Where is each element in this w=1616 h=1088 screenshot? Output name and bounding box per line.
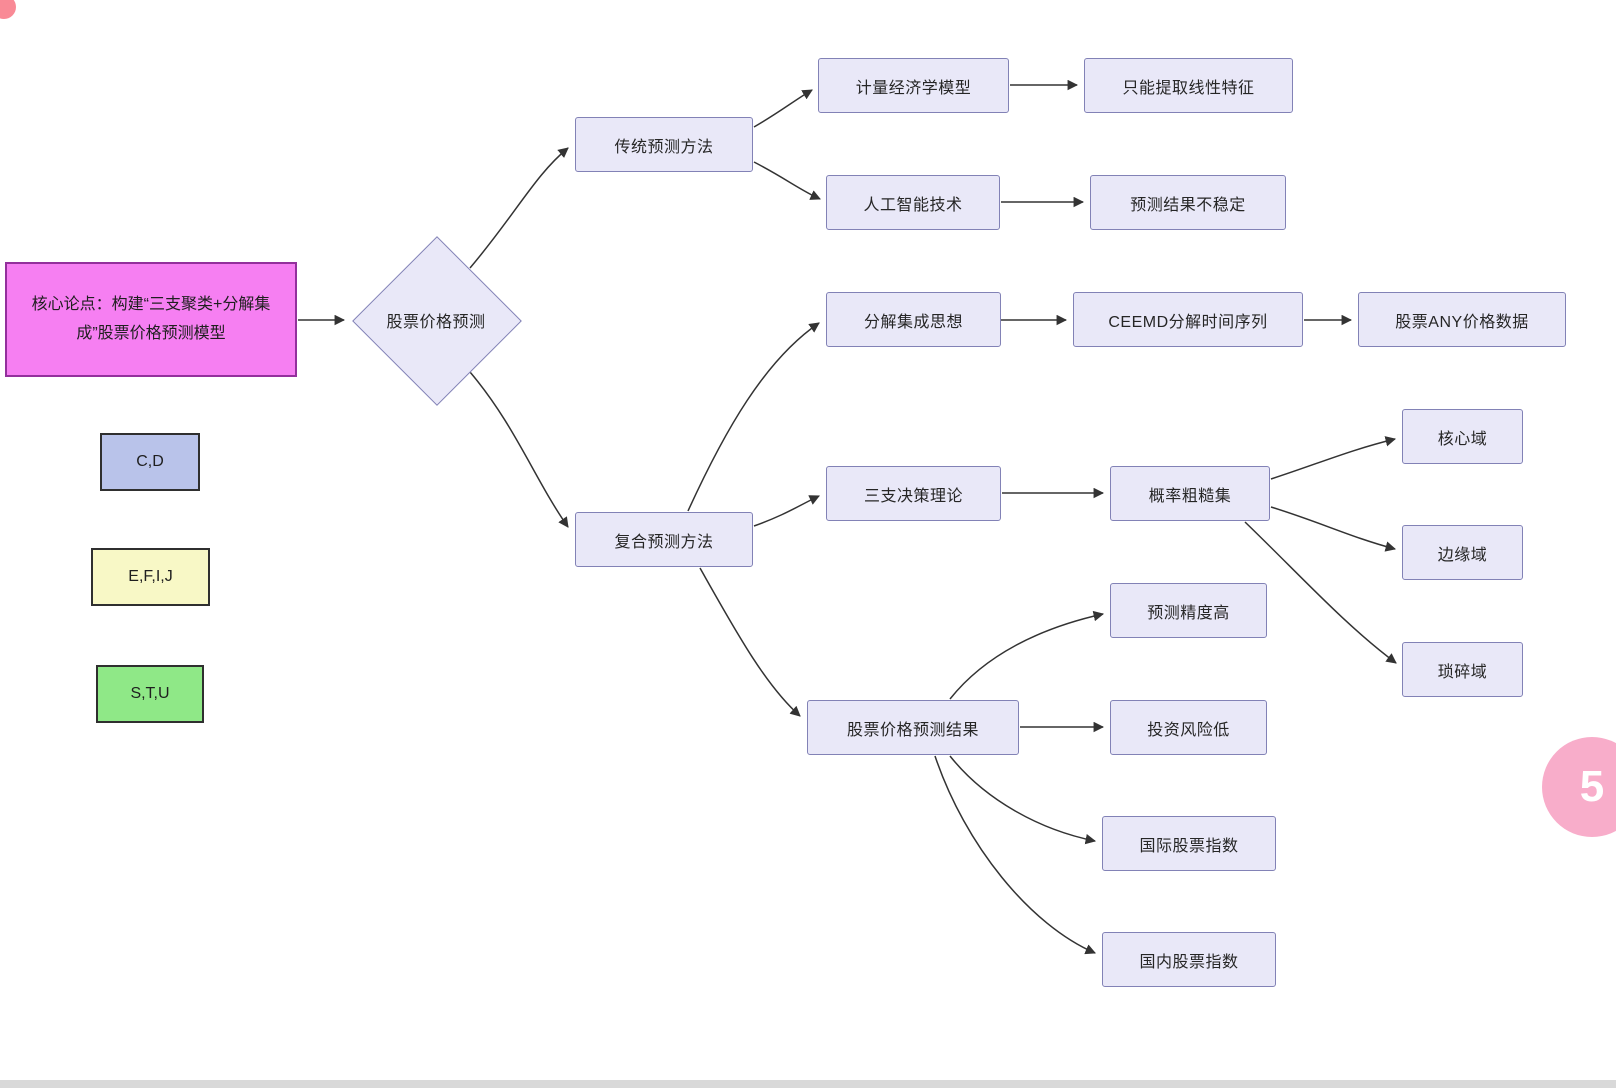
- node-linear-features-only-label: 只能提取线性特征: [1122, 79, 1255, 97]
- node-international-index[interactable]: 国际股票指数: [1102, 816, 1276, 871]
- node-prediction-result-label: 股票价格预测结果: [846, 721, 979, 739]
- edge-result-intl: [949, 755, 1097, 845]
- node-composite-methods[interactable]: 复合预测方法: [575, 512, 753, 567]
- node-three-way-decision[interactable]: 三支决策理论: [826, 466, 1001, 521]
- node-stock-price-prediction-label: 股票价格预测: [386, 314, 486, 331]
- legend-chip-efij-label: E,F,I,J: [128, 568, 173, 585]
- node-traditional-methods[interactable]: 传统预测方法: [575, 117, 753, 172]
- node-high-accuracy[interactable]: 预测精度高: [1110, 583, 1267, 638]
- node-linear-features-only[interactable]: 只能提取线性特征: [1084, 58, 1293, 113]
- legend-chip-stu-label: S,T,U: [130, 685, 170, 702]
- edge-composite-threeway: [753, 495, 820, 527]
- node-ceemd-decompose-label: CEEMD分解时间序列: [1108, 313, 1268, 331]
- node-domestic-index-label: 国内股票指数: [1139, 953, 1239, 971]
- node-trivial-domain[interactable]: 琐碎域: [1402, 642, 1523, 697]
- node-core-domain-label: 核心域: [1437, 430, 1488, 448]
- edge-composite-decomposition: [687, 322, 820, 512]
- node-econometric-model-label: 计量经济学模型: [855, 79, 972, 97]
- node-domestic-index[interactable]: 国内股票指数: [1102, 932, 1276, 987]
- legend-chip-efij[interactable]: E,F,I,J: [91, 548, 210, 606]
- node-any-price-data-label: 股票ANY价格数据: [1395, 313, 1529, 331]
- node-prediction-result[interactable]: 股票价格预测结果: [807, 700, 1019, 755]
- node-unstable-results[interactable]: 预测结果不稳定: [1090, 175, 1286, 230]
- edge-result-accuracy: [949, 610, 1105, 700]
- node-three-way-decision-label: 三支决策理论: [863, 487, 963, 505]
- node-boundary-domain-label: 边缘域: [1437, 546, 1488, 564]
- floating-pink-badge-label: 5: [1579, 762, 1605, 811]
- node-international-index-label: 国际股票指数: [1139, 837, 1239, 855]
- node-boundary-domain[interactable]: 边缘域: [1402, 525, 1523, 580]
- edge-roughset-trivial: [1244, 521, 1397, 664]
- corner-pink-dot: [0, 0, 16, 19]
- node-low-investment-risk[interactable]: 投资风险低: [1110, 700, 1267, 755]
- node-probability-rough-set-label: 概率粗糙集: [1148, 487, 1232, 505]
- node-probability-rough-set[interactable]: 概率粗糙集: [1110, 466, 1270, 521]
- node-composite-methods-label: 复合预测方法: [614, 533, 714, 551]
- node-decomposition-integration-label: 分解集成思想: [863, 313, 963, 331]
- node-ceemd-decompose[interactable]: CEEMD分解时间序列: [1073, 292, 1303, 347]
- legend-chip-stu[interactable]: S,T,U: [96, 665, 204, 723]
- legend-chip-cd[interactable]: C,D: [100, 433, 200, 491]
- node-trivial-domain-label: 琐碎域: [1437, 663, 1488, 681]
- edge-composite-result: [699, 567, 801, 717]
- node-stock-price-prediction[interactable]: 股票价格预测: [352, 236, 522, 406]
- edge-roughset-boundary: [1270, 506, 1397, 552]
- edge-traditional-ai: [753, 161, 821, 200]
- node-any-price-data[interactable]: 股票ANY价格数据: [1358, 292, 1566, 347]
- bottom-strip: [0, 1080, 1616, 1088]
- node-low-investment-risk-label: 投资风险低: [1147, 721, 1230, 739]
- node-high-accuracy-label: 预测精度高: [1147, 604, 1230, 622]
- edge-traditional-econometric: [753, 89, 813, 128]
- node-ai-technology-label: 人工智能技术: [863, 196, 963, 214]
- node-core-thesis-label: 核心论点：构建“三支聚类+分解集成”股票价格预测模型: [31, 295, 271, 342]
- node-decomposition-integration[interactable]: 分解集成思想: [826, 292, 1001, 347]
- node-econometric-model[interactable]: 计量经济学模型: [818, 58, 1009, 113]
- node-unstable-results-label: 预测结果不稳定: [1130, 196, 1246, 214]
- edge-result-domestic: [934, 755, 1096, 955]
- node-core-domain[interactable]: 核心域: [1402, 409, 1523, 464]
- floating-pink-badge[interactable]: 5: [1542, 737, 1616, 837]
- legend-chip-cd-label: C,D: [136, 453, 164, 470]
- edge-roughset-core: [1270, 436, 1397, 480]
- node-ai-technology[interactable]: 人工智能技术: [826, 175, 1000, 230]
- node-traditional-methods-label: 传统预测方法: [614, 138, 714, 156]
- node-core-thesis[interactable]: 核心论点：构建“三支聚类+分解集成”股票价格预测模型: [5, 262, 297, 377]
